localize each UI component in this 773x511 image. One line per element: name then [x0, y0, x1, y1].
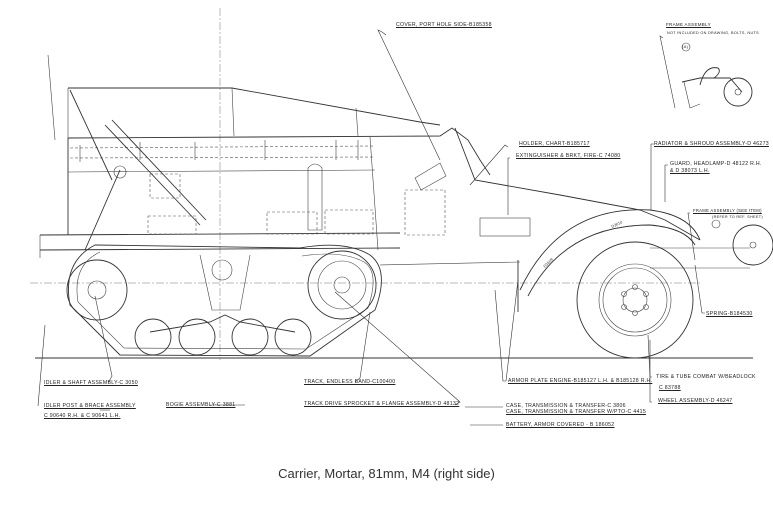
callout-cover-port-hole: COVER, PORT HOLE SIDE-B185358: [396, 22, 492, 28]
leader-lines: [37, 29, 705, 426]
callout-idler-shaft: IDLER & SHAFT ASSEMBLY-C 3050: [44, 380, 138, 386]
callout-guard-headlamp: GUARD, HEADLAMP-D 48122 R.H.: [670, 161, 762, 167]
callout-idler-post: IDLER POST & BRACE ASSEMBLY: [44, 403, 136, 409]
callout-guard-headlamp-lh: & D 38073 L.H.: [670, 168, 710, 174]
callout-tire-tube: TIRE & TUBE COMBAT W/BEADLOCK: [656, 374, 756, 380]
callout-tire-tube-number: C 83788: [659, 385, 681, 391]
track-assembly: [66, 244, 382, 357]
callout-extinguisher: EXTINGUISHER & BRKT, FIRE-C 74080: [516, 153, 621, 159]
callout-radiator: RADIATOR & SHROUD ASSEMBLY-D 46273: [654, 141, 769, 147]
callout-battery: BATTERY, ARMOR COVERED - B 186052: [506, 422, 615, 428]
callout-track-drive: TRACK DRIVE SPROCKET & FLANGE ASSEMBLY-D…: [304, 401, 460, 407]
callout-spring: SPRING-B184530: [706, 311, 753, 317]
callout-frame-assembly-top-note: NOT INCLUDED ON DRAWING, BOLTS, NUTS: [667, 31, 759, 35]
callout-case-transmission-pto: CASE, TRANSMISSION & TRANSFER W/PTO-C 44…: [506, 409, 647, 415]
callout-bogie: BOGIE ASSEMBLY-C 3881: [166, 402, 236, 408]
callout-case-transmission: CASE, TRANSMISSION & TRANSFER-C 3806: [506, 403, 626, 409]
callout-frame-assembly-right: FRAME ASSEMBLY (SEE ITEM): [693, 208, 762, 213]
canvas-top: [67, 87, 441, 138]
front-cab: D3610 D3609: [379, 127, 750, 312]
callout-frame-assembly-right-note: (REFER TO REF. SHEET): [712, 215, 763, 219]
frame-assembly-top-badge: (A): [682, 44, 689, 49]
idler-wheel: [66, 259, 128, 321]
mortar: [47, 54, 207, 251]
fender-mark-front: D3610: [610, 219, 623, 229]
drive-sprocket: [307, 250, 377, 320]
front-winch: [711, 219, 773, 266]
figure-caption: Carrier, Mortar, 81mm, M4 (right side): [278, 466, 495, 481]
callout-frame-assembly-top: FRAME ASSEMBLY: [666, 22, 711, 27]
frame-assembly-inset: [681, 42, 753, 109]
callout-track-endless: TRACK, ENDLESS BAND-C100400: [304, 379, 396, 385]
callout-armor-plate: ARMOR PLATE ENGINE-B185127 L.H. & B18512…: [508, 378, 653, 384]
hull-body: [39, 127, 491, 258]
callout-wheel-assembly: WHEEL ASSEMBLY-D 46247: [658, 398, 733, 404]
callout-holder-chart: HOLDER, CHART-B185717: [519, 141, 590, 147]
front-wheel: [576, 241, 694, 359]
callout-idler-post-numbers: C 90640 R.H. & C 90641 L.H.: [44, 413, 121, 419]
